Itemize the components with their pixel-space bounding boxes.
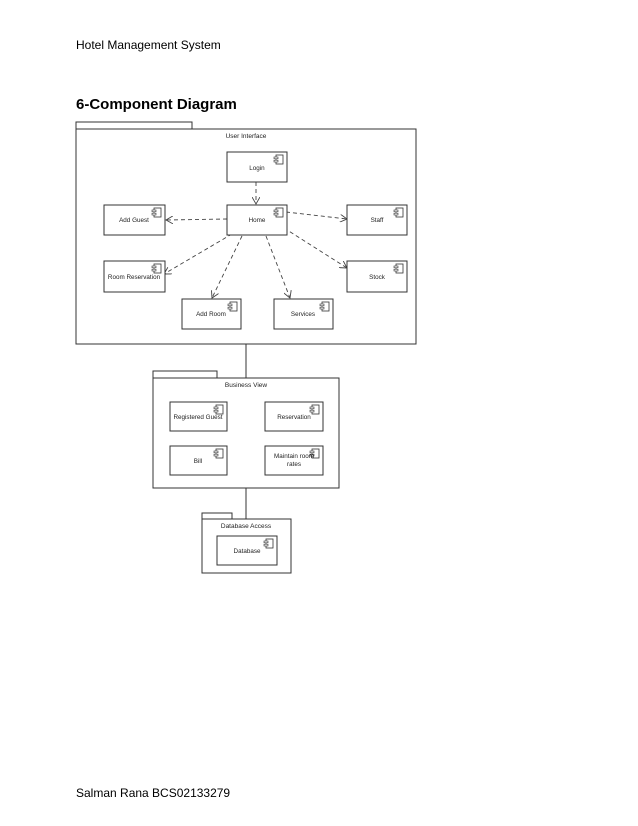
component-label: Login	[249, 165, 265, 172]
dep-home-add-guest	[166, 219, 228, 220]
component-services: Services	[273, 298, 334, 330]
dep-home-staff	[285, 211, 347, 219]
component-add-guest: Add Guest	[103, 204, 166, 236]
component-room-reservation: Room Reservation	[103, 260, 166, 293]
component-bill: Bill	[169, 445, 228, 476]
component-label: Stock	[369, 274, 386, 281]
package-label: User Interface	[226, 133, 267, 140]
component-database: Database	[216, 535, 278, 566]
component-label: Add Room	[196, 311, 226, 318]
component-maintain-room-rates: Maintain room rates	[264, 445, 324, 476]
component-label: Services	[291, 311, 315, 318]
component-label: Reservation	[277, 414, 311, 421]
component-registered-guest: Registered Guest	[169, 401, 228, 432]
component-label: Database	[234, 548, 261, 555]
dep-home-room-reservation	[164, 233, 233, 274]
component-label: Add Guest	[119, 217, 149, 224]
page-title: 6-Component Diagram	[76, 96, 237, 113]
component-add-room: Add Room	[181, 298, 242, 330]
component-label: Home	[249, 217, 266, 224]
page-footer: Salman Rana BCS02133279	[76, 786, 231, 800]
component-label: Room Reservation	[108, 274, 161, 281]
component-label: Registered Guest	[173, 414, 222, 421]
dep-home-stock	[283, 227, 347, 268]
dep-home-add-room	[212, 235, 243, 298]
package-label: Database Access	[221, 523, 272, 530]
component-home: Home	[226, 204, 288, 236]
component-label-line2: rates	[287, 461, 301, 468]
package-label: Business View	[225, 382, 267, 389]
component-reservation: Reservation	[264, 401, 324, 432]
page-header: Hotel Management System	[76, 38, 221, 52]
component-label-line1: Maintain room	[274, 453, 314, 460]
component-label: Bill	[194, 458, 202, 465]
component-login: Login	[226, 151, 288, 183]
component-staff: Staff	[346, 204, 408, 236]
component-label: Staff	[371, 217, 384, 224]
dependency-arrows	[164, 182, 347, 298]
component-stock: Stock	[346, 260, 408, 293]
